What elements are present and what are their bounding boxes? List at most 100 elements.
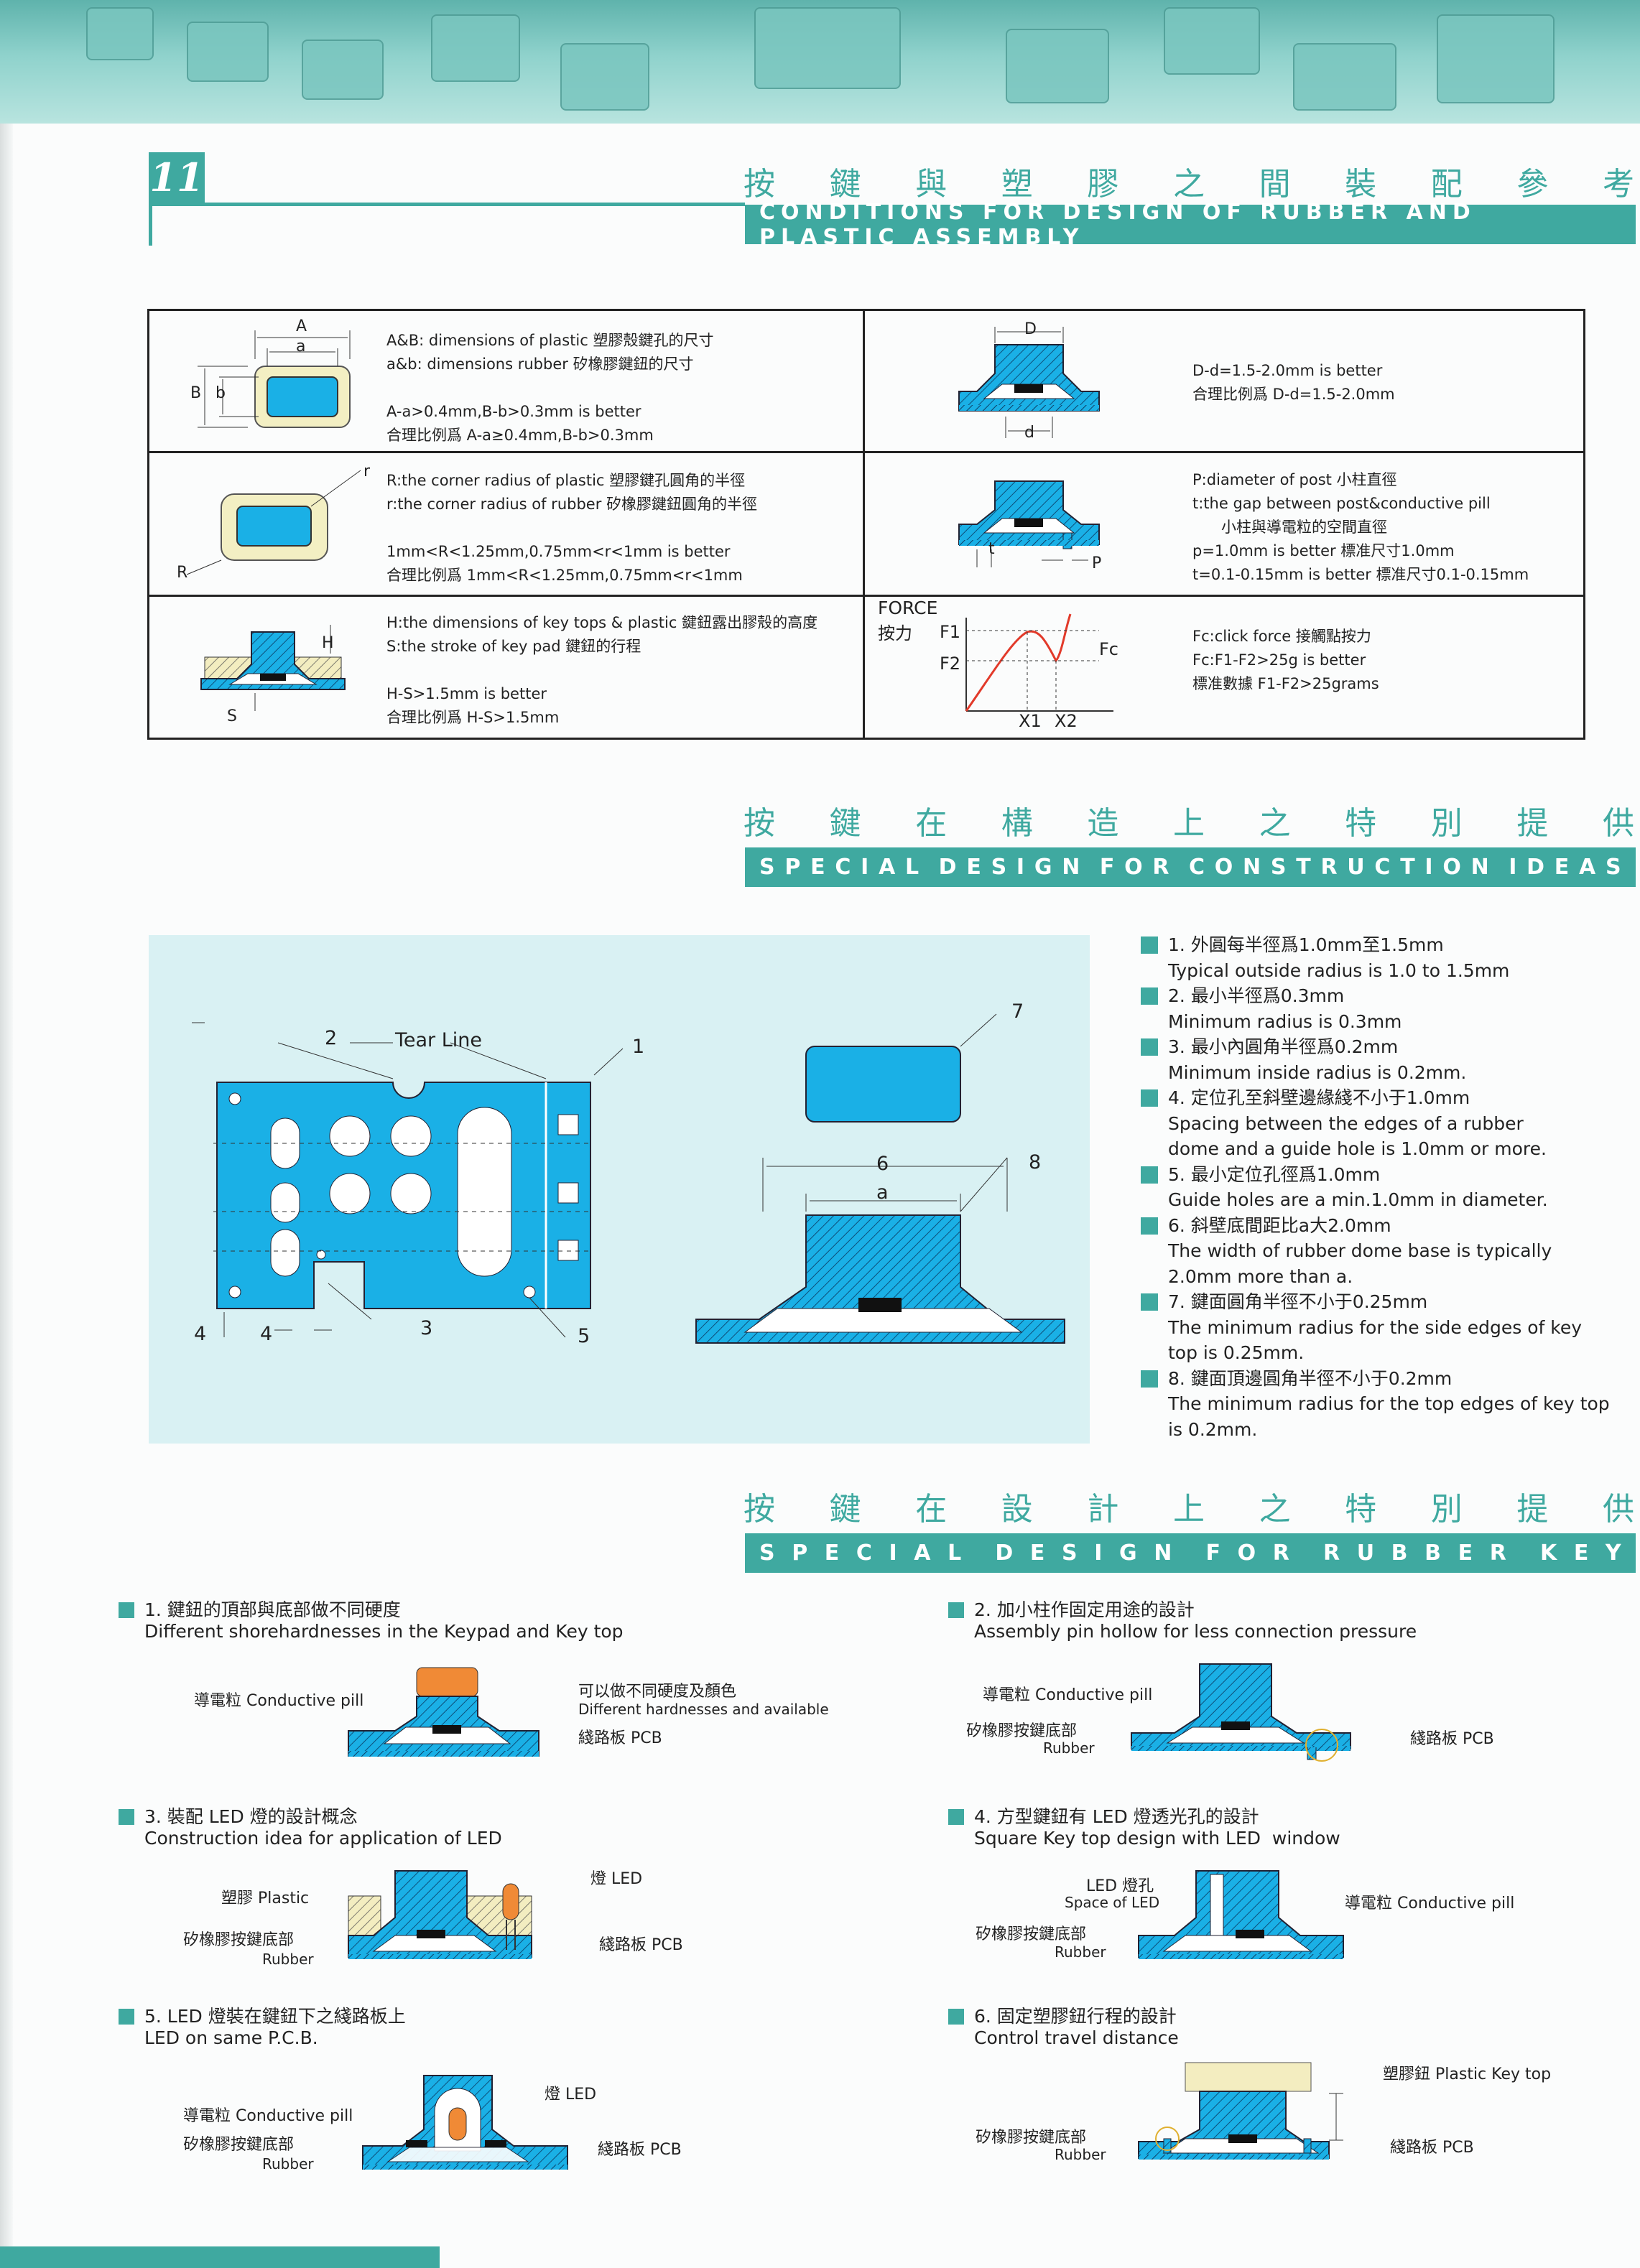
force-axis-label-zh: 按力 xyxy=(878,623,912,643)
label-pcb: 綫路板 PCB xyxy=(1410,1730,1494,1748)
force-axis-label: FORCE xyxy=(878,598,938,618)
travel-control-diagram xyxy=(1138,2062,1343,2160)
label-rubber-en: Rubber xyxy=(262,2155,314,2172)
label-pcb: 綫路板 PCB xyxy=(598,2141,682,2159)
section-title-en: CONDITIONS FOR DESIGN OF RUBBER AND PLAS… xyxy=(745,200,1636,250)
callout-8: 8 xyxy=(1029,1151,1042,1173)
dim-label-B: B xyxy=(190,384,202,402)
assembly-conditions-table xyxy=(147,309,1585,740)
bullet-icon xyxy=(1141,987,1158,1005)
label-plastic-keytop: 塑膠鈕 Plastic Key top xyxy=(1383,2065,1552,2083)
led-under-key-diagram xyxy=(362,2075,568,2170)
bullet-icon xyxy=(1141,1089,1158,1107)
bullet-icon xyxy=(119,1602,134,1618)
fc-label: Fc xyxy=(1099,639,1118,659)
label-rubber-zh: 矽橡膠按鍵底部 xyxy=(976,2129,1087,2147)
dome-width-diagram xyxy=(958,327,1100,438)
dim-label-D: D xyxy=(1024,320,1037,338)
construction-diagram xyxy=(192,1013,1065,1344)
footer-bar xyxy=(0,2246,440,2268)
label-led: 燈 LED xyxy=(590,1870,643,1888)
section-title-zh: 按鍵與塑膠之間裝配參考 xyxy=(743,166,1634,203)
callout-a: a xyxy=(876,1181,889,1204)
force-curve-graph xyxy=(965,613,1113,712)
bullet-icon xyxy=(1141,1166,1158,1184)
label-rubber-en: Rubber xyxy=(1043,1739,1095,1757)
bullet-icon xyxy=(948,2009,964,2025)
label-conductive-pill: 導電粒 Conductive pill xyxy=(1345,1895,1515,1913)
plastic-rubber-dimension-diagram xyxy=(198,330,351,428)
click-force-note: Fc:click force 接觸點按力 Fc:F1-F2>25g is bet… xyxy=(1192,628,1379,692)
bullet-icon xyxy=(119,1809,134,1825)
x2-label: X2 xyxy=(1055,711,1078,731)
callout-5: 5 xyxy=(578,1325,590,1347)
key-height-note: H:the dimensions of key tops & plastic 鍵… xyxy=(386,614,818,726)
bullet-icon xyxy=(948,1809,964,1825)
bullet-icon xyxy=(1141,1217,1158,1235)
callout-4b: 4 xyxy=(260,1323,273,1345)
post-gap-diagram xyxy=(958,480,1100,567)
led-application-diagram xyxy=(348,1870,532,1959)
bullet-icon xyxy=(1141,1038,1158,1056)
page-number: 11 xyxy=(149,152,205,203)
dim-label-H: H xyxy=(322,634,334,652)
f2-label: F2 xyxy=(940,654,961,674)
dim-label-P: P xyxy=(1092,554,1102,572)
dim-label-R: R xyxy=(177,564,188,582)
bullet-icon xyxy=(1141,937,1158,954)
label-hardness-zh: 可以做不同硬度及顏色 xyxy=(578,1683,737,1701)
label-pcb: 綫路板 PCB xyxy=(578,1729,662,1747)
table-row-divider xyxy=(147,451,1585,453)
callout-6: 6 xyxy=(876,1153,889,1175)
dim-label-A: A xyxy=(296,317,307,335)
label-conductive-pill: 導電粒 Conductive pill xyxy=(183,2107,353,2125)
callout-1: 1 xyxy=(632,1036,645,1058)
callout-7: 7 xyxy=(1011,1000,1024,1023)
section2-title-zh: 按鍵在構造上之特別提供 xyxy=(743,805,1634,842)
bullet-icon xyxy=(119,2009,134,2025)
dim-label-a: a xyxy=(296,338,306,355)
callout-3: 3 xyxy=(420,1317,433,1339)
table-row-divider xyxy=(147,595,1585,597)
label-led-hole: LED 燈孔 xyxy=(1086,1877,1154,1895)
shorehardness-diagram xyxy=(348,1667,539,1757)
corner-radius-diagram xyxy=(186,470,361,575)
plastic-rubber-dimension-note: A&B: dimensions of plastic 塑膠殼鍵孔的尺寸 a&b:… xyxy=(386,332,714,444)
label-conductive-pill: 導電粒 Conductive pill xyxy=(983,1686,1153,1704)
dome-width-note: D-d=1.5-2.0mm is better 合理比例爲 D-d=1.5-2.… xyxy=(1192,362,1395,403)
key-height-diagram xyxy=(200,625,346,711)
label-rubber-en: Rubber xyxy=(1055,2146,1106,2163)
label-led-space: Space of LED xyxy=(1065,1894,1160,1911)
label-rubber-en: Rubber xyxy=(1055,1943,1106,1961)
bullet-icon xyxy=(1141,1293,1158,1311)
dim-label-d: d xyxy=(1024,424,1034,442)
dim-label-S: S xyxy=(227,707,237,725)
assembly-pin-diagram xyxy=(1131,1663,1351,1762)
header-photo-banner xyxy=(0,0,1640,124)
led-window-diagram xyxy=(1138,1870,1344,1959)
tear-line-label: Tear Line xyxy=(395,1029,483,1051)
label-conductive-pill: 導電粒 Conductive pill xyxy=(194,1692,364,1710)
post-gap-note: P:diameter of post 小柱直徑 t:the gap betwee… xyxy=(1192,471,1529,583)
table-divider xyxy=(863,309,865,740)
label-pcb: 綫路板 PCB xyxy=(599,1936,683,1954)
f1-label: F1 xyxy=(940,622,961,642)
dim-label-b: b xyxy=(216,384,226,402)
x1-label: X1 xyxy=(1019,711,1042,731)
callout-2: 2 xyxy=(325,1027,338,1049)
